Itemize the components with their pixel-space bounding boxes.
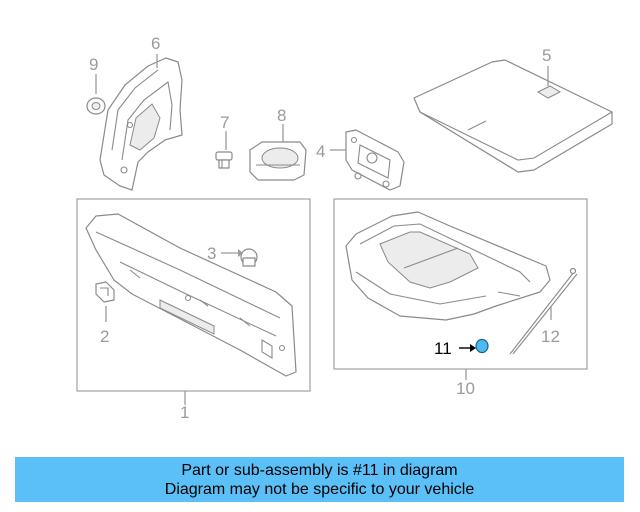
callout-1: 1 — [180, 403, 189, 422]
callout-4: 4 — [316, 142, 325, 161]
part-8-bracket — [249, 141, 307, 181]
part-12-support-rod — [509, 267, 578, 355]
part-9-grommet — [86, 97, 106, 115]
assembly-1-box — [76, 198, 311, 392]
part-3-push-clip — [240, 248, 258, 267]
part-10-package-tray — [345, 211, 551, 321]
callout-8: 8 — [277, 106, 286, 125]
info-banner: Part or sub-assembly is #11 in diagram D… — [15, 457, 624, 502]
callout-2: 2 — [100, 327, 109, 346]
part-6-quarter-trim — [99, 57, 183, 191]
part-2-clip — [95, 281, 115, 303]
callout-7: 7 — [220, 113, 229, 132]
callout-3: 3 — [207, 244, 216, 263]
callout-6: 6 — [151, 34, 160, 53]
parts-diagram: 9 6 7 8 4 5 — [76, 34, 613, 422]
arrow-3 — [238, 249, 243, 257]
part-7-clip — [215, 151, 233, 169]
banner-line-2: Diagram may not be specific to your vehi… — [164, 480, 475, 498]
part-1-rear-trim-panel — [85, 213, 297, 377]
banner-line-1: Part or sub-assembly is #11 in diagram — [181, 461, 458, 479]
callout-11: 11 — [434, 339, 452, 358]
part-4-bracket-plate — [345, 129, 405, 191]
arrow-11 — [470, 344, 476, 352]
part-5-cargo-board — [413, 59, 613, 173]
assembly-10-box — [333, 198, 588, 370]
callout-10: 10 — [456, 379, 475, 398]
callout-5: 5 — [542, 46, 551, 65]
callout-12: 12 — [541, 327, 560, 346]
callout-9: 9 — [89, 55, 98, 74]
part-11-highlighted — [475, 338, 489, 354]
